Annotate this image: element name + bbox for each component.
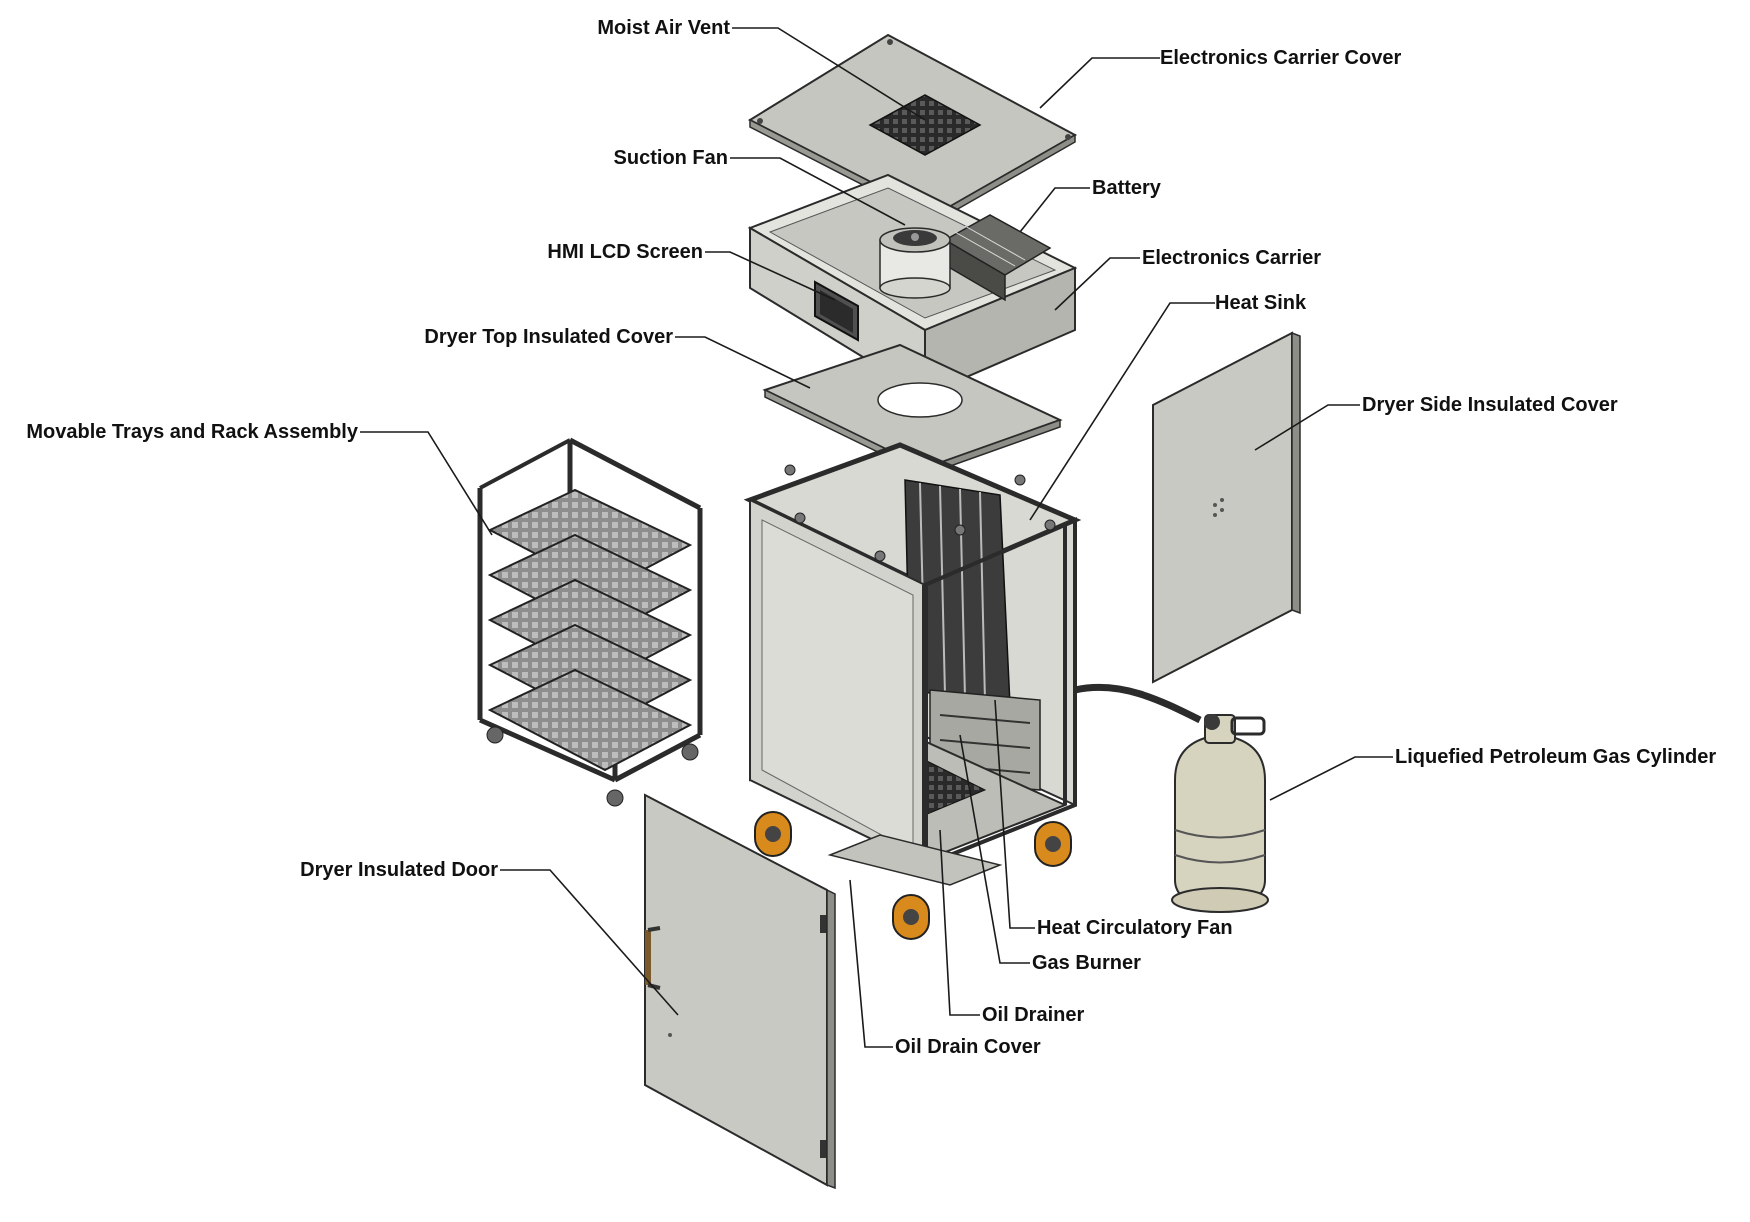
label-oil-drainer: Oil Drainer — [982, 1004, 1085, 1026]
suction-fan-unit — [879, 227, 951, 299]
leader-lines — [360, 27, 1393, 1048]
label-movable-trays-rack: Movable Trays and Rack Assembly — [26, 421, 358, 443]
label-heat-sink: Heat Sink — [1215, 292, 1307, 314]
label-gas-burner: Gas Burner — [1032, 952, 1141, 974]
lpg-cylinder — [1171, 714, 1269, 913]
dryer-cabinet — [743, 442, 1082, 1001]
battery-block — [943, 214, 1052, 302]
label-electronics-carrier-cover: Electronics Carrier Cover — [1160, 47, 1402, 69]
label-dryer-insulated-door: Dryer Insulated Door — [300, 859, 498, 881]
door-handle — [645, 926, 661, 990]
label-electronics-carrier: Electronics Carrier — [1142, 247, 1321, 269]
oil-drain-cover-plate — [827, 834, 1003, 886]
label-heat-circulatory-fan: Heat Circulatory Fan — [1037, 917, 1233, 939]
label-hmi-lcd-screen: HMI LCD Screen — [547, 241, 703, 263]
label-dryer-side-insulated-cover: Dryer Side Insulated Cover — [1362, 394, 1618, 416]
label-suction-fan: Suction Fan — [613, 147, 728, 169]
electronics-carrier-cover — [747, 33, 1078, 224]
tray-shelves — [487, 488, 693, 772]
label-oil-drain-cover: Oil Drain Cover — [895, 1036, 1041, 1058]
tray-rack — [477, 437, 703, 807]
dryer-side-insulated-cover — [1152, 331, 1301, 684]
dryer-insulated-door — [644, 793, 836, 1190]
moist-air-vent-grille — [868, 94, 982, 156]
label-lpg-cylinder: Liquefied Petroleum Gas Cylinder — [1395, 746, 1717, 768]
label-battery: Battery — [1092, 177, 1161, 199]
gas-hose — [1074, 683, 1202, 724]
cabinet-wheels — [754, 811, 1072, 940]
dryer-top-insulated-cover — [762, 343, 1063, 477]
label-dryer-top-insulated-cover: Dryer Top Insulated Cover — [424, 326, 673, 348]
label-moist-air-vent: Moist Air Vent — [597, 17, 730, 39]
